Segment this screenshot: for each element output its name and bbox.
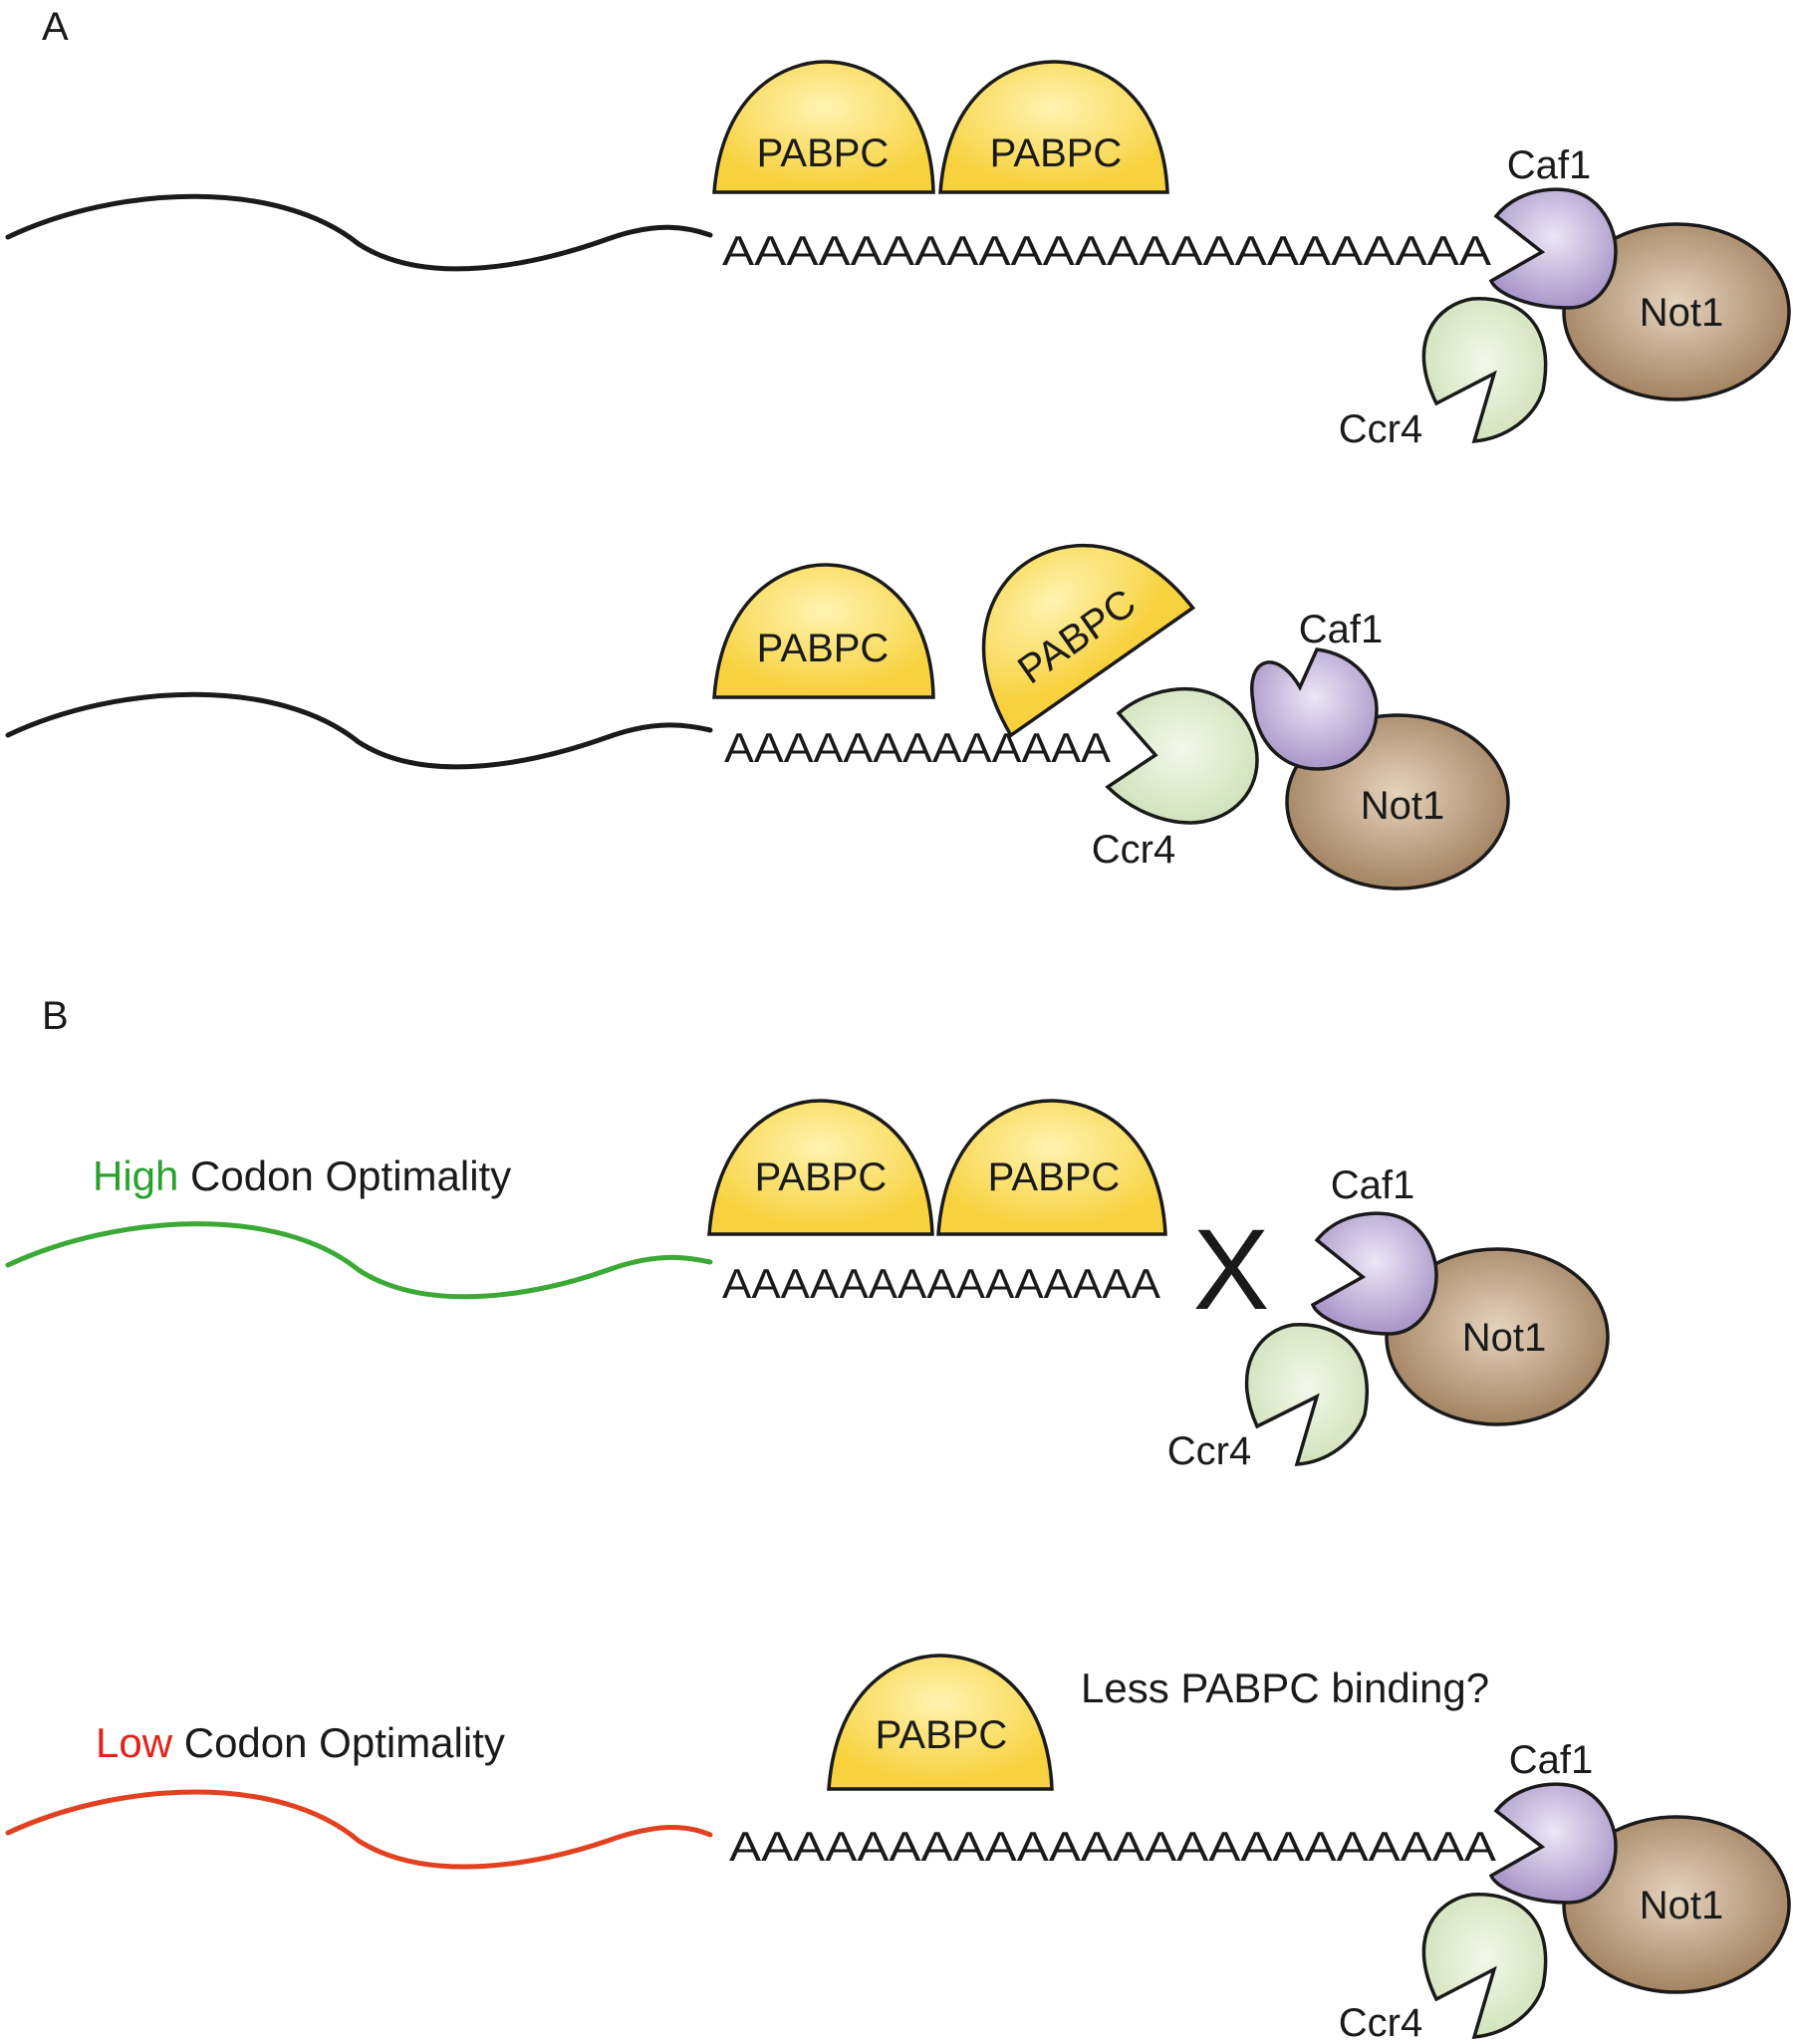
- not1-protein: Not1: [1385, 1247, 1610, 1426]
- not1-label: Not1: [1462, 1316, 1547, 1360]
- mrna-strand: [5, 691, 713, 770]
- pabpc-label: PABPC: [990, 131, 1123, 175]
- ccr4-not1-complex: Not1 Caf1 Ccr4: [1092, 608, 1510, 891]
- caf1-protein: [1488, 1782, 1618, 1905]
- ccr4-label: Ccr4: [1339, 407, 1422, 451]
- not1-label: Not1: [1640, 1884, 1724, 1927]
- not1-label: Not1: [1640, 291, 1724, 335]
- polya-tail: AAAAAAAAAAAAAAA: [722, 1260, 1160, 1307]
- ccr4-protein: [1421, 1893, 1548, 2039]
- ccr4-label: Ccr4: [1092, 828, 1175, 872]
- panel-a-label: A: [42, 5, 69, 49]
- not1-label: Not1: [1361, 784, 1445, 828]
- caf1-label: Caf1: [1509, 1738, 1594, 1782]
- panel-b-high-row: High Codon Optimality PABPC PABPC AAAAAA…: [5, 1099, 1610, 1473]
- pabpc-protein: PABPC: [827, 1654, 1054, 1791]
- ccr4-not1-complex: Not1 Caf1 Ccr4: [1339, 143, 1791, 451]
- high-word: High: [93, 1152, 178, 1199]
- not1-protein: Not1: [1562, 222, 1791, 401]
- ccr4-protein: [1421, 297, 1548, 443]
- ccr4-not1-complex: Not1 Caf1 Ccr4: [1167, 1163, 1610, 1473]
- panel-a-top-row: PABPC PABPC AAAAAAAAAAAAAAAAAAAAAAAA Not…: [5, 60, 1791, 451]
- caf1-label: Caf1: [1331, 1163, 1415, 1207]
- low-word: Low: [96, 1719, 173, 1766]
- high-optimality-caption: High Codon Optimality: [93, 1152, 511, 1199]
- panel-b-low-row: Low Codon Optimality PABPC Less PABPC bi…: [5, 1654, 1791, 2044]
- caption-rest: Codon Optimality: [178, 1152, 511, 1199]
- pabpc-protein: PABPC: [938, 60, 1169, 194]
- polya-tail: AAAAAAAAAAAAA: [724, 724, 1111, 771]
- caf1-label: Caf1: [1299, 608, 1384, 651]
- caf1-protein: [1488, 187, 1618, 310]
- block-x-mark: X: [1193, 1206, 1270, 1334]
- ccr4-not1-complex: Not1 Caf1 Ccr4: [1339, 1738, 1791, 2044]
- pabpc-label: PABPC: [757, 131, 890, 175]
- mrna-strand-green: [5, 1221, 713, 1300]
- not1-protein: Not1: [1562, 1815, 1791, 1994]
- panel-b-label: B: [42, 994, 69, 1038]
- caf1-label: Caf1: [1507, 143, 1592, 187]
- pabpc-protein: PABPC: [707, 1099, 934, 1236]
- polya-tail: AAAAAAAAAAAAAAAAAAAAAAAA: [729, 1823, 1496, 1870]
- pabpc-label: PABPC: [988, 1155, 1121, 1199]
- low-optimality-caption: Low Codon Optimality: [96, 1719, 505, 1766]
- caf1-protein: [1250, 647, 1379, 771]
- pabpc-label: PABPC: [757, 627, 890, 670]
- panel-a-bottom-row: PABPC PABPC AAAAAAAAAAAAA Not1 Caf1 Ccr4: [5, 543, 1510, 891]
- mrna-strand-red: [5, 1789, 713, 1870]
- pabpc-protein: PABPC: [712, 60, 935, 194]
- question-text: Less PABPC binding?: [1081, 1664, 1489, 1711]
- ccr4-label: Ccr4: [1339, 2001, 1422, 2044]
- pabpc-label: PABPC: [876, 1713, 1008, 1757]
- polya-tail: AAAAAAAAAAAAAAAAAAAAAAAA: [722, 227, 1491, 274]
- pabpc-protein: PABPC: [936, 1099, 1167, 1236]
- mrna-strand: [5, 193, 713, 272]
- ccr4-protein: [1105, 686, 1259, 825]
- caf1-protein: [1310, 1211, 1438, 1336]
- pabpc-protein: PABPC: [712, 563, 935, 699]
- ccr4-protein: [1244, 1323, 1369, 1466]
- caption-rest: Codon Optimality: [172, 1719, 505, 1766]
- ccr4-label: Ccr4: [1167, 1429, 1251, 1473]
- pabpc-label: PABPC: [755, 1155, 888, 1199]
